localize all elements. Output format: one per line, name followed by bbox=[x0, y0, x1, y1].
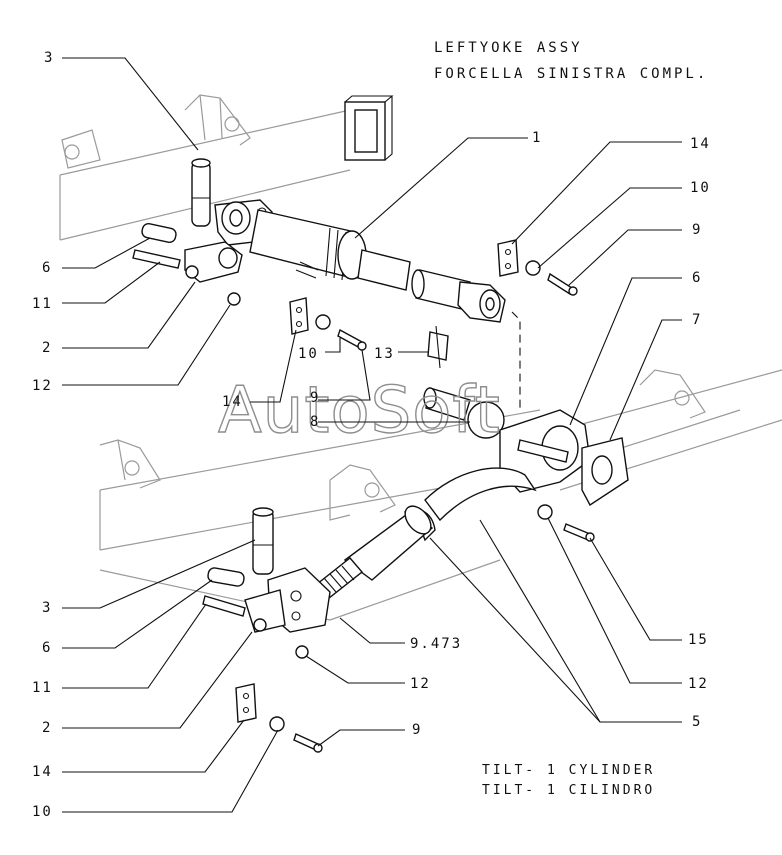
callout-10-top: 10 bbox=[690, 180, 711, 196]
caption-line-2: TILT- 1 CILINDRO bbox=[482, 783, 655, 798]
callout-11-top: 11 bbox=[32, 296, 53, 312]
callout-10-bot: 10 bbox=[32, 804, 53, 820]
callout-10-mid: 10 bbox=[298, 346, 319, 362]
callout-13: 13 bbox=[374, 346, 395, 362]
callout-9-top: 9 bbox=[692, 222, 702, 238]
title-line-2: FORCELLA SINISTRA COMPL. bbox=[434, 66, 708, 82]
hardware-bottom bbox=[235, 683, 323, 753]
callout-15: 15 bbox=[688, 632, 709, 648]
callout-14-bot: 14 bbox=[32, 764, 53, 780]
callout-3-bot: 3 bbox=[42, 600, 52, 616]
callout-7: 7 bbox=[692, 312, 702, 328]
callout-1: 1 bbox=[532, 130, 542, 146]
callout-9473: 9.473 bbox=[410, 636, 462, 652]
hardware-top-right bbox=[497, 239, 578, 296]
callout-5: 5 bbox=[692, 714, 702, 730]
callout-2-bot: 2 bbox=[42, 720, 52, 736]
tilt-cylinder-lower bbox=[202, 467, 537, 659]
callout-3-top: 3 bbox=[44, 50, 54, 66]
tilt-cylinder-upper bbox=[191, 158, 506, 323]
callout-8: 8 bbox=[310, 414, 320, 430]
clevis-upper bbox=[132, 223, 243, 306]
hardware-middle bbox=[289, 297, 505, 439]
callout-14-top: 14 bbox=[690, 136, 711, 152]
callout-6-bot: 6 bbox=[42, 640, 52, 656]
watermark: AutoSoft bbox=[218, 374, 501, 448]
title-line-1: LEFTYOKE ASSY bbox=[434, 40, 583, 56]
callout-9-bot: 9 bbox=[412, 722, 422, 738]
callout-12-top: 12 bbox=[32, 378, 53, 394]
callout-12-right: 12 bbox=[688, 676, 709, 692]
yoke-right bbox=[499, 409, 629, 542]
caption-line-1: TILT- 1 CYLINDER bbox=[482, 763, 655, 778]
callout-6-right: 6 bbox=[692, 270, 702, 286]
leader-lines bbox=[62, 57, 682, 813]
callout-14-mid: 14 bbox=[222, 394, 243, 410]
callout-6-top: 6 bbox=[42, 260, 52, 276]
callout-12-bot: 12 bbox=[410, 676, 431, 692]
callout-2-top: 2 bbox=[42, 340, 52, 356]
callout-11-bot: 11 bbox=[32, 680, 53, 696]
frame-outline-upper bbox=[59, 94, 394, 241]
callout-9-mid: 9 bbox=[310, 390, 320, 406]
